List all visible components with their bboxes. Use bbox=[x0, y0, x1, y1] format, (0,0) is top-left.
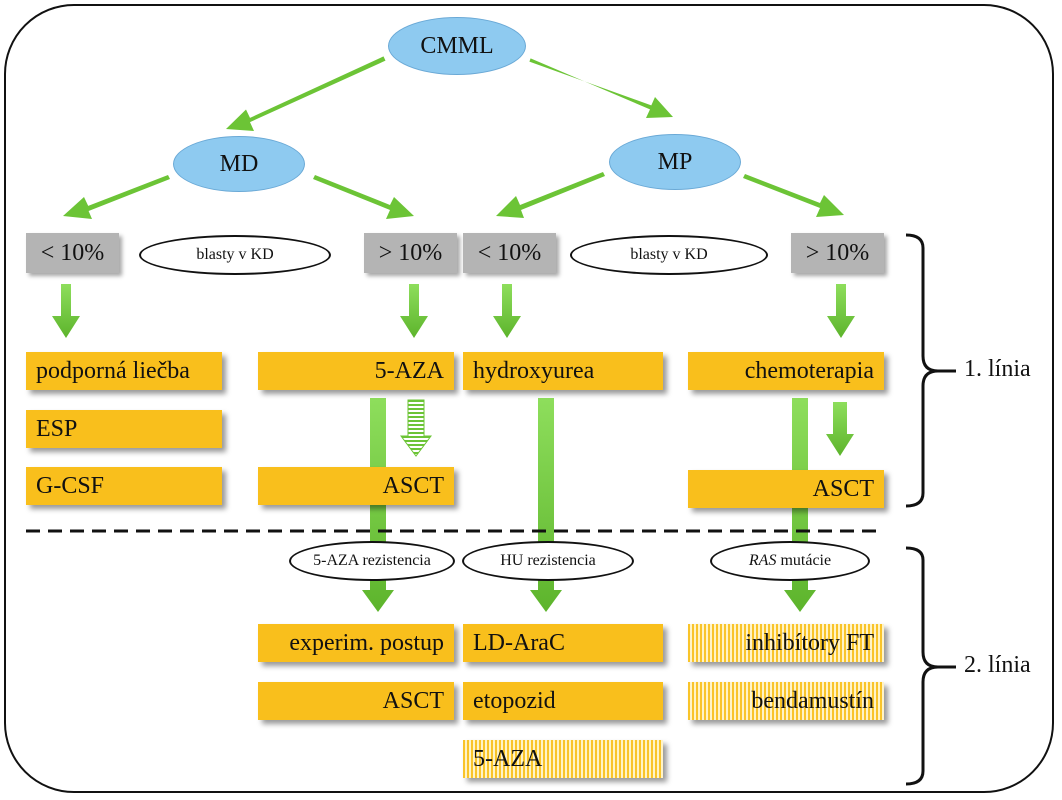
box-esp: ESP bbox=[26, 410, 222, 448]
pct-md-low: < 10% bbox=[26, 233, 119, 273]
blasty-md: blasty v KD bbox=[139, 235, 331, 275]
box-hydroxyurea: hydroxyurea bbox=[463, 352, 663, 390]
arrow-aza-asct-striped bbox=[400, 399, 432, 457]
box-podporna-liecba: podporná liečba bbox=[26, 352, 222, 390]
arrow-mp-high-down bbox=[827, 284, 855, 338]
box-gcsf: G-CSF bbox=[26, 467, 222, 505]
arrow-md-low bbox=[63, 175, 170, 219]
ellipse-hu-rezistencia: HU rezistencia bbox=[462, 541, 634, 581]
ras-rest: mutácie bbox=[776, 552, 832, 569]
arrow-mp-low bbox=[496, 172, 605, 218]
box-asct-second: ASCT bbox=[258, 682, 454, 720]
node-mp: MP bbox=[609, 134, 741, 190]
pct-mp-high: > 10% bbox=[791, 233, 884, 273]
box-chemoterapia: chemoterapia bbox=[688, 352, 884, 390]
arrow-chemo-asct bbox=[826, 402, 854, 456]
arrow-md-low-down bbox=[52, 284, 80, 338]
rounded-frame bbox=[4, 4, 1054, 793]
arrow-cmml-mp bbox=[529, 58, 673, 118]
box-asct-md: ASCT bbox=[258, 467, 454, 505]
label-second-line: 2. línia bbox=[964, 652, 1031, 678]
arrow-cmml-md bbox=[226, 56, 386, 131]
blasty-mp: blasty v KD bbox=[570, 235, 768, 275]
box-asct-mp: ASCT bbox=[688, 470, 884, 508]
pct-md-high: > 10% bbox=[364, 233, 457, 273]
arrow-mp-high bbox=[743, 174, 844, 217]
label-first-line: 1. línia bbox=[964, 356, 1031, 382]
node-cmml: CMML bbox=[388, 17, 526, 75]
box-inhibitory-ft: inhibítory FT bbox=[688, 624, 884, 662]
node-md: MD bbox=[173, 136, 305, 192]
brace-first-line bbox=[905, 233, 939, 508]
box-etopozid: etopozid bbox=[463, 682, 663, 720]
brace-second-line bbox=[905, 546, 939, 786]
ellipse-5aza-rezistencia: 5-AZA rezistencia bbox=[289, 541, 455, 581]
arrow-mp-low-down bbox=[493, 284, 521, 338]
arrow-md-high bbox=[313, 175, 414, 219]
arrow-md-high-down bbox=[400, 284, 428, 338]
ellipse-ras-mutacie: RAS mutácie bbox=[710, 541, 870, 581]
box-bendamustin: bendamustín bbox=[688, 682, 884, 720]
box-experim-postup: experim. postup bbox=[258, 624, 454, 662]
box-5aza-second: 5-AZA bbox=[463, 740, 663, 778]
ras-italic: RAS bbox=[748, 552, 777, 569]
box-ld-arac: LD-AraC bbox=[463, 624, 663, 662]
box-5aza: 5-AZA bbox=[258, 352, 454, 390]
pct-mp-low: < 10% bbox=[463, 233, 556, 273]
